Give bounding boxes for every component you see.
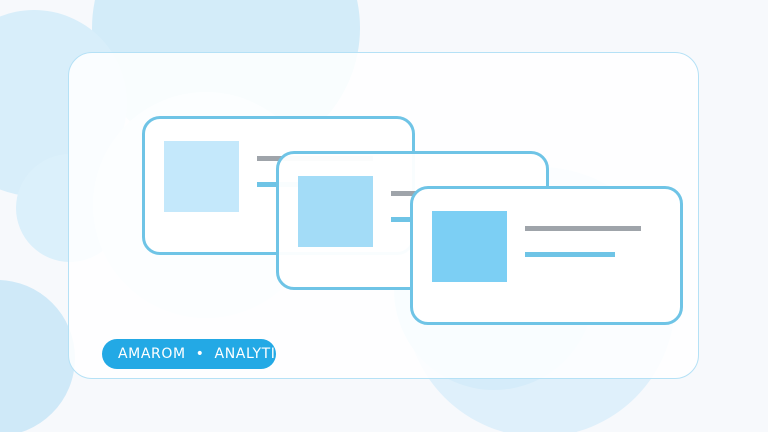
card-thumbnail [298, 176, 373, 247]
brand-badge: AMAROM • ANALYTICS [102, 339, 276, 369]
card-subtitle-line [525, 252, 615, 257]
badge-brand: AMAROM [118, 346, 186, 362]
card-thumbnail [164, 141, 239, 212]
preview-card-front [410, 186, 683, 325]
card-title-line [525, 226, 641, 231]
badge-section: ANALYTICS [214, 346, 276, 362]
badge-separator: • [195, 346, 205, 362]
card-thumbnail [432, 211, 507, 282]
bg-circle-left-bottom [0, 280, 75, 432]
